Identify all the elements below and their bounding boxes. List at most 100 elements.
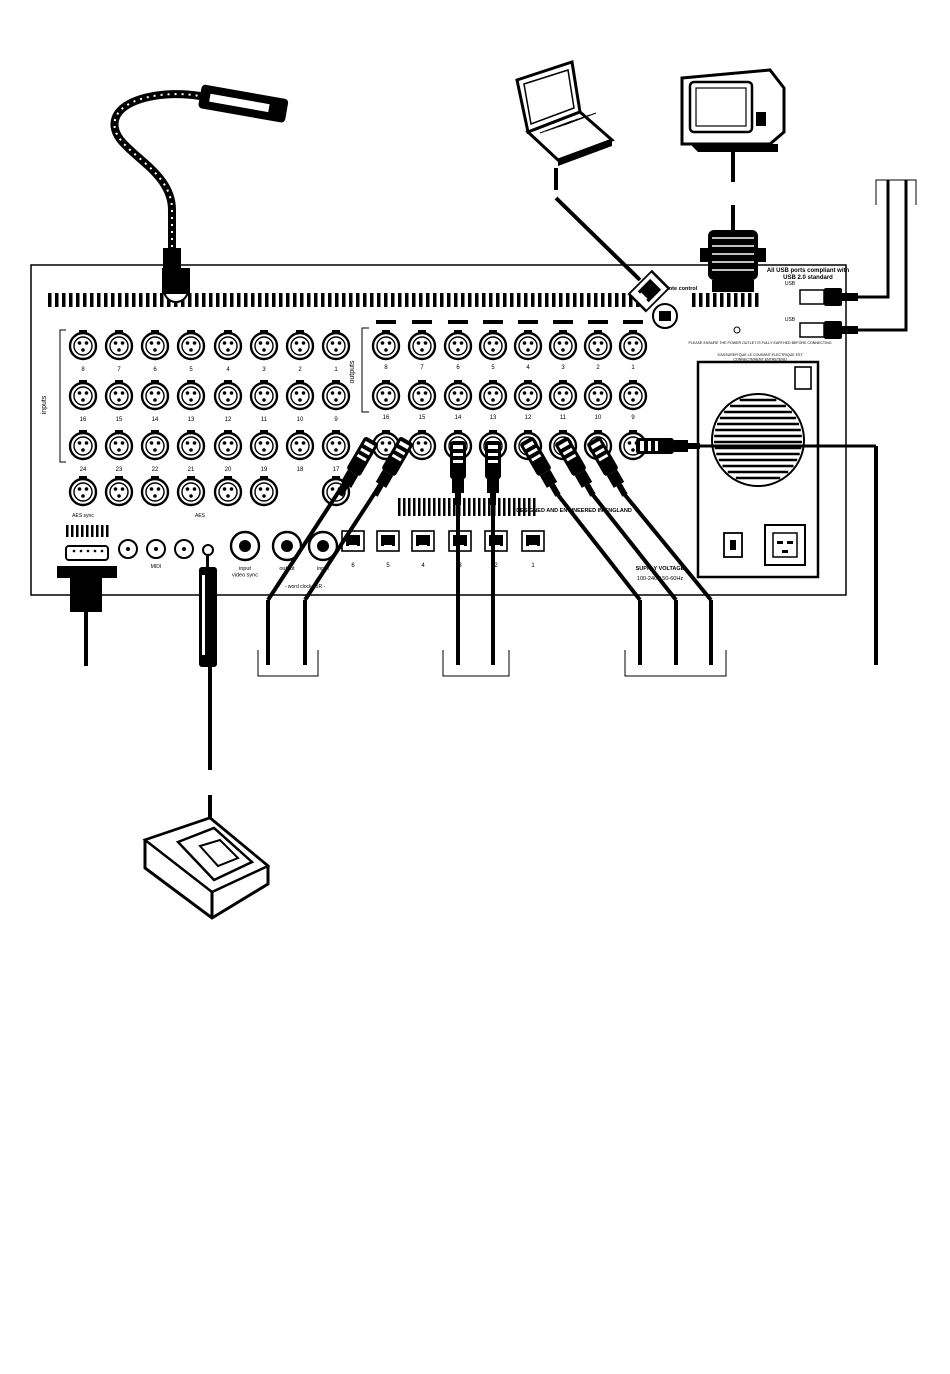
serial-db9-port: [65, 545, 109, 561]
vent-slot: [513, 498, 516, 516]
vent-slot: [328, 293, 332, 307]
vent-slot: [545, 293, 549, 307]
vent-slot: [489, 293, 493, 307]
vent-slot: [69, 293, 73, 307]
input-number-label: 4: [226, 367, 230, 373]
psu-handle: [794, 366, 812, 390]
gooseneck-lamp-icon: [198, 84, 289, 123]
designed-label: DESIGNED AND ENGINEERED IN ENGLAND: [516, 508, 632, 514]
laptop-icon: [515, 60, 615, 166]
db9-pin: [86, 549, 90, 553]
input-number-label: 3: [262, 367, 266, 373]
vent-slot: [559, 293, 563, 307]
vent-slot: [230, 293, 234, 307]
vent-slot: [503, 498, 506, 516]
dvi-screw: [758, 248, 766, 262]
vent-slot: [475, 293, 479, 307]
output-number-label: 6: [456, 365, 460, 371]
power-switch-rocker: [730, 540, 736, 550]
midi-din-pin: [154, 547, 158, 551]
output-number-label: 8: [384, 365, 388, 371]
vent-slot: [608, 293, 612, 307]
output-number-label: 11: [560, 415, 567, 421]
dvi-plug-icon: [57, 566, 117, 578]
select-computer-button: [733, 326, 741, 334]
rj45-number-label: 6: [351, 563, 355, 569]
db9-pin: [72, 549, 76, 553]
output-indicator-bar: [412, 320, 432, 324]
vent-slot: [483, 498, 486, 516]
xlr-cable: [556, 493, 642, 602]
aes-sync-label: AES sync: [72, 513, 94, 519]
vent-slot: [508, 498, 511, 516]
vent-slot: [461, 293, 465, 307]
laptop-base-edge: [558, 140, 612, 166]
cable-bundle-bracket: [442, 650, 510, 677]
iec-power-socket-icon: [764, 524, 806, 566]
dvi-screw: [700, 248, 708, 262]
vent-slot: [111, 293, 115, 307]
jack-tip: [206, 555, 209, 567]
vent-slot: [498, 498, 501, 516]
vent-slot: [377, 293, 381, 307]
output-number-label: 13: [490, 415, 497, 421]
vent-slot: [496, 293, 500, 307]
input-number-label: 2: [298, 367, 302, 373]
monitor-glass: [695, 87, 747, 127]
output-number-label: 5: [491, 365, 495, 371]
input-number-label: 8: [81, 367, 85, 373]
rj45-number-label: 3: [458, 563, 462, 569]
input-number-label: 5: [189, 367, 193, 373]
rj45-number-label: 1: [531, 563, 535, 569]
vent-slot: [62, 293, 66, 307]
outputs-label: outputs: [349, 360, 356, 383]
output-indicator-bar: [483, 320, 503, 324]
vent-slot: [428, 498, 431, 516]
vent-slot: [517, 293, 521, 307]
input-number-label: 17: [333, 467, 340, 473]
vent-slot: [478, 498, 481, 516]
vent-slot: [335, 293, 339, 307]
output-number-label: 16: [383, 415, 390, 421]
vent-slot: [629, 293, 633, 307]
monitor-controls: [756, 112, 766, 126]
vent-slot: [349, 293, 353, 307]
vent-slot: [86, 525, 89, 537]
vent-slot: [438, 498, 441, 516]
vent-slot: [139, 293, 143, 307]
vent-slot: [83, 293, 87, 307]
output-number-label: 2: [596, 365, 600, 371]
vent-slot: [314, 293, 318, 307]
vent-slot: [447, 293, 451, 307]
vent-slot: [146, 293, 150, 307]
vent-slot: [97, 293, 101, 307]
footswitch-icon: [142, 816, 271, 920]
input-number-label: 9: [334, 417, 338, 423]
ethernet-cable: [554, 196, 642, 282]
vent-slot: [398, 498, 401, 516]
vent-slot: [524, 293, 528, 307]
vent-slot: [692, 293, 696, 307]
vent-slot: [104, 293, 108, 307]
vent-slot: [748, 293, 752, 307]
vent-slot: [76, 293, 80, 307]
input-number-label: 20: [225, 467, 232, 473]
vent-slot: [518, 498, 521, 516]
vent-slot: [433, 293, 437, 307]
vent-slot: [391, 293, 395, 307]
vent-slot: [90, 293, 94, 307]
vent-slot: [237, 293, 241, 307]
wordclock-label: - word clock 75R -: [285, 584, 326, 590]
vent-slot: [538, 293, 542, 307]
db9-pin: [79, 549, 83, 553]
vent-slot: [81, 525, 84, 537]
input-number-label: 12: [225, 417, 232, 423]
vent-slot: [188, 293, 192, 307]
vent-slot: [153, 293, 157, 307]
vent-slot: [209, 293, 213, 307]
gooseneck-arm: [110, 90, 204, 272]
input-number-label: 16: [80, 417, 87, 423]
vent-slot: [587, 293, 591, 307]
vent-slot: [503, 293, 507, 307]
vent-slot: [91, 525, 94, 537]
